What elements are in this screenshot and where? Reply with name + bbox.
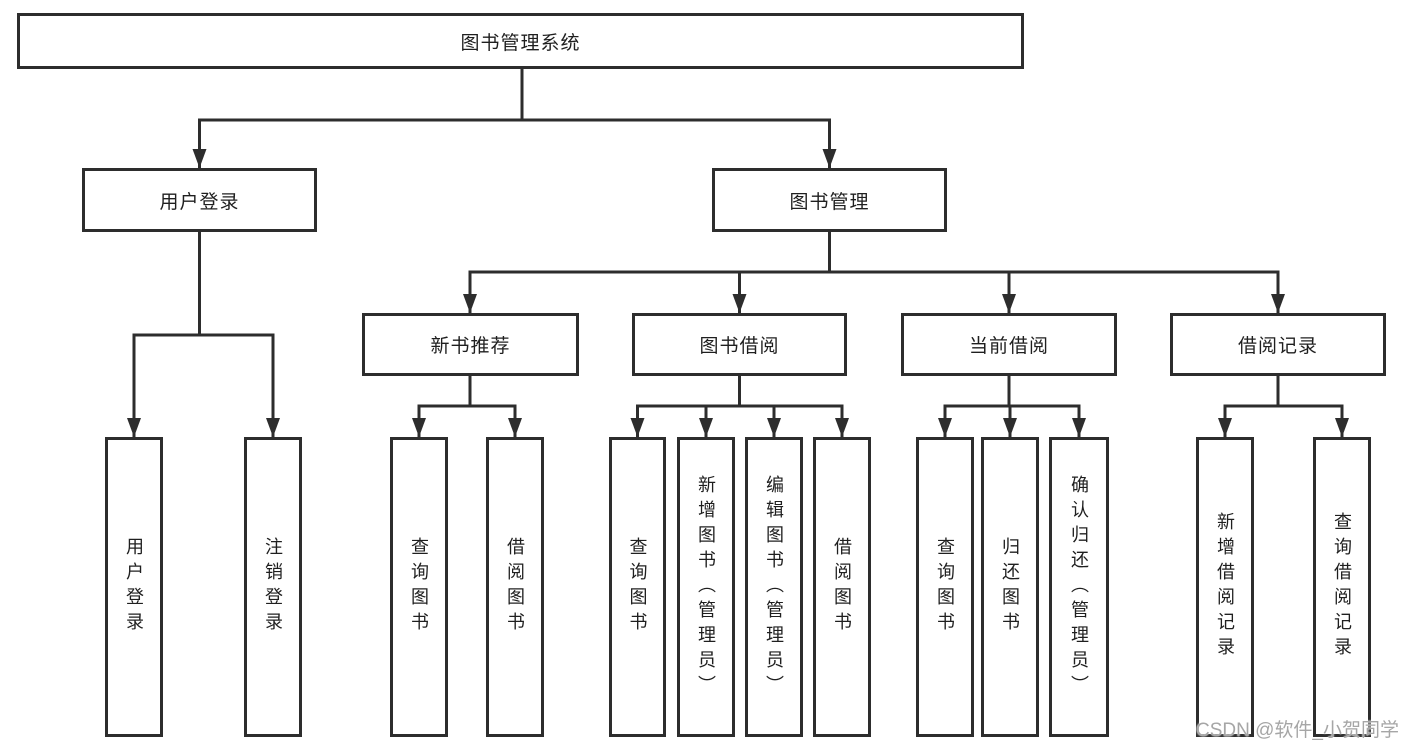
- node-borrow-books-recommend: 借阅图书: [486, 437, 544, 737]
- watermark-text: CSDN @软件_小贺同学: [1196, 720, 1399, 741]
- node-borrowing-records-label: 借阅记录: [1237, 336, 1318, 357]
- node-current-borrowing-label: 当前借阅: [968, 336, 1049, 357]
- node-add-books-admin: 新增图书（管理员）: [677, 437, 735, 737]
- node-new-book-recommend-label: 新书推荐: [430, 336, 511, 357]
- node-query-books-recommend: 查询图书: [390, 437, 448, 737]
- node-add-borrow-record: 新增借阅记录: [1196, 437, 1254, 737]
- node-user-login: 用户登录: [82, 168, 317, 232]
- node-add-books-admin-label: 新增图书（管理员）: [696, 474, 716, 700]
- node-query-books-borrowing-label: 查询图书: [627, 537, 648, 637]
- node-logout-label: 注销登录: [263, 537, 283, 637]
- node-query-books-borrowing: 查询图书: [609, 437, 666, 737]
- node-borrow-books-recommend-label: 借阅图书: [505, 537, 525, 637]
- node-query-borrow-record-label: 查询借阅记录: [1332, 512, 1352, 662]
- node-query-books-recommend-label: 查询图书: [409, 537, 429, 637]
- node-edit-books-admin-label: 编辑图书（管理员）: [764, 474, 784, 700]
- node-root-label: 图书管理系统: [460, 32, 581, 54]
- node-query-books-current: 查询图书: [916, 437, 974, 737]
- node-confirm-return-admin-label: 确认归还（管理员）: [1069, 474, 1089, 700]
- node-book-management: 图书管理: [712, 168, 947, 232]
- node-query-books-current-label: 查询图书: [935, 537, 955, 637]
- node-edit-books-admin: 编辑图书（管理员）: [745, 437, 803, 737]
- node-user-login-label: 用户登录: [159, 191, 240, 213]
- node-user-login-action: 用户登录: [105, 437, 163, 737]
- node-new-book-recommend: 新书推荐: [362, 313, 579, 376]
- node-confirm-return-admin: 确认归还（管理员）: [1049, 437, 1109, 737]
- node-user-login-action-label: 用户登录: [124, 537, 144, 637]
- node-book-management-label: 图书管理: [789, 191, 870, 213]
- node-return-books-label: 归还图书: [1000, 537, 1020, 637]
- node-borrowing-records: 借阅记录: [1170, 313, 1386, 376]
- node-borrow-books-borrowing-label: 借阅图书: [832, 537, 852, 637]
- node-current-borrowing: 当前借阅: [901, 313, 1117, 376]
- node-borrow-books-borrowing: 借阅图书: [813, 437, 871, 737]
- node-return-books: 归还图书: [981, 437, 1039, 737]
- node-add-borrow-record-label: 新增借阅记录: [1215, 512, 1235, 662]
- node-logout: 注销登录: [244, 437, 302, 737]
- node-book-borrowing-label: 图书借阅: [699, 336, 780, 357]
- node-book-borrowing: 图书借阅: [632, 313, 847, 376]
- node-root: 图书管理系统: [17, 13, 1024, 69]
- node-query-borrow-record: 查询借阅记录: [1313, 437, 1371, 737]
